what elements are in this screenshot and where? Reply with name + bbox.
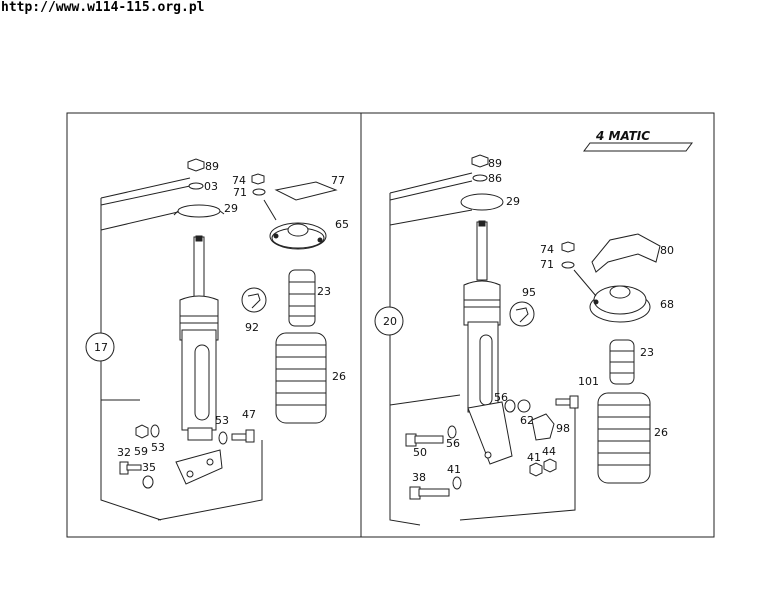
label-77: 77 (331, 174, 345, 187)
label-74: 74 (232, 174, 246, 187)
label-68: 68 (660, 298, 674, 311)
washer-53 (150, 424, 160, 438)
washer-53b (218, 431, 228, 445)
label-26r: 26 (654, 426, 668, 439)
label-20: 20 (383, 315, 397, 328)
group-circle-20 (374, 306, 404, 336)
bolt-101 (555, 395, 579, 409)
bracket-80 (591, 233, 661, 273)
4matic-badge: 4 MATIC (583, 129, 693, 152)
group-circle-17 (85, 332, 115, 362)
label-92: 92 (245, 321, 259, 334)
label-47: 47 (242, 408, 256, 421)
left-panel (85, 158, 338, 521)
label-86: 86 (488, 172, 502, 185)
nut-44 (543, 458, 557, 473)
label-50: 50 (413, 446, 427, 459)
label-41-right: 41 (527, 451, 541, 464)
washer-86 (472, 174, 488, 182)
label-98: 98 (556, 422, 570, 435)
bracket-98 (531, 413, 555, 441)
nut-74r (561, 241, 575, 253)
label-23r: 23 (640, 346, 654, 359)
nut-59 (135, 424, 149, 439)
label-29: 29 (224, 202, 238, 215)
washer-71 (252, 188, 266, 196)
nut-41a (529, 462, 543, 477)
label-53-right: 53 (215, 414, 229, 427)
top-mount-65 (269, 222, 327, 250)
right-panel-frame (360, 112, 715, 538)
washer-56a (504, 399, 516, 413)
label-29r: 29 (506, 195, 520, 208)
label-89: 89 (205, 160, 219, 173)
label-71r: 71 (540, 258, 554, 271)
right-labels: 20 89 86 29 74 71 80 95 68 23 101 56 62 … (383, 157, 674, 484)
bump-stop-23r (609, 339, 635, 385)
label-41-left: 41 (447, 463, 461, 476)
badge-text: 4 MATIC (595, 129, 650, 143)
label-74r: 74 (540, 243, 554, 256)
label-95: 95 (522, 286, 536, 299)
plate-77 (274, 181, 338, 201)
washer-03 (188, 182, 204, 190)
label-17: 17 (94, 341, 108, 354)
wrench-icon-95 (509, 301, 535, 327)
label-89r: 89 (488, 157, 502, 170)
label-53-left: 53 (151, 441, 165, 454)
washer-56b (447, 425, 457, 439)
shock-absorber-left (175, 235, 223, 485)
label-23: 23 (317, 285, 331, 298)
label-56-bottom: 56 (446, 437, 460, 450)
label-62: 62 (520, 414, 534, 427)
clamp-29r (460, 193, 504, 211)
nut-89r (471, 154, 489, 168)
label-56-top: 56 (494, 391, 508, 404)
label-71: 71 (233, 186, 247, 199)
washer-41b (452, 476, 462, 490)
nut-74 (251, 173, 265, 185)
clamp-29 (177, 204, 221, 218)
top-mount-68 (589, 285, 651, 323)
label-101: 101 (578, 375, 599, 388)
dust-boot-26 (275, 332, 327, 424)
left-labels: 17 89 03 29 74 71 77 65 23 92 26 53 47 5… (94, 160, 349, 474)
washer-71r (561, 261, 575, 269)
label-03: 03 (204, 180, 218, 193)
bolt-38 (409, 486, 450, 500)
nut-62 (517, 399, 531, 413)
label-80: 80 (660, 244, 674, 257)
label-59: 59 (134, 445, 148, 458)
label-26: 26 (332, 370, 346, 383)
label-65: 65 (335, 218, 349, 231)
bolt-47 (231, 429, 255, 443)
wrench-icon-92 (241, 287, 267, 313)
bolt-32 (119, 461, 142, 475)
dust-boot-26r (597, 392, 651, 484)
right-panel: 4 MATIC (374, 129, 693, 526)
washer-35 (142, 475, 154, 489)
label-38: 38 (412, 471, 426, 484)
nut-89 (187, 158, 205, 172)
label-32: 32 (117, 446, 131, 459)
bump-stop-23 (288, 269, 316, 327)
shock-absorber-right (463, 220, 513, 465)
bolt-50 (405, 433, 444, 447)
label-44: 44 (542, 445, 556, 458)
label-35: 35 (142, 461, 156, 474)
source-url: http://www.w114-115.org.pl (1, 0, 205, 15)
